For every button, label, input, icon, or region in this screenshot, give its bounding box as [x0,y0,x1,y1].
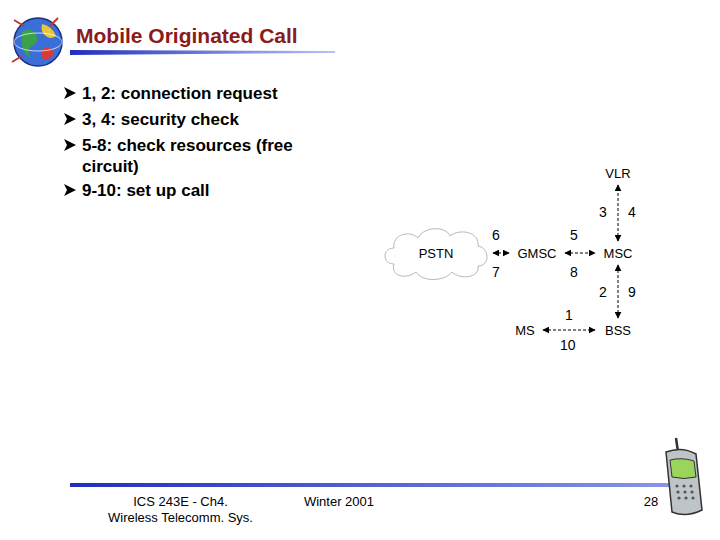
signal-arrow [618,265,619,318]
register-box: VLR [598,162,638,184]
slide-title: Mobile Originated Call [76,24,298,48]
page-number: 28 [636,494,666,510]
switch-box: GMSC [510,242,564,264]
callout-number: 6 [492,227,500,243]
node-label: BSS [605,323,631,338]
callout-number: 1 [565,307,573,323]
node-label: MS [515,323,535,338]
bullet-text: 1, 2: connection request [82,83,342,104]
callout-number: 2 [599,284,607,300]
callout-number: 4 [628,204,636,220]
signal-arrow [543,330,595,331]
callout-number: 5 [570,227,578,243]
station-box: BSS [596,319,640,341]
footer-course: ICS 243E - Ch4. Wireless Telecomm. Sys. [108,494,253,526]
footer-date: Winter 2001 [298,494,380,510]
node-label: MSC [604,246,633,261]
station-box: MS [508,319,542,341]
signal-arrow [493,253,509,254]
network-cloud: PSTN [380,224,492,282]
signal-arrow [565,253,595,254]
bullet-text: 3, 4: security check [82,109,342,130]
callout-number: 9 [628,284,636,300]
callout-number: 3 [599,204,607,220]
globe-logo [12,18,62,66]
phone-illustration [666,438,702,515]
callout-number: 10 [560,337,576,353]
bullet-text: 9-10: set up call [82,180,342,201]
bullet-text: 5-8: check resources (free circuit) [82,135,304,177]
callout-number: 7 [492,264,500,280]
footer-rule [70,483,690,487]
title-rule [70,50,335,55]
callout-number: 8 [570,264,578,280]
signal-arrow [618,185,619,241]
bullet-arrows [64,87,76,196]
node-label: VLR [605,166,630,181]
node-label: GMSC [518,246,557,261]
node-label: PSTN [419,246,454,261]
switch-box: MSC [596,242,640,264]
